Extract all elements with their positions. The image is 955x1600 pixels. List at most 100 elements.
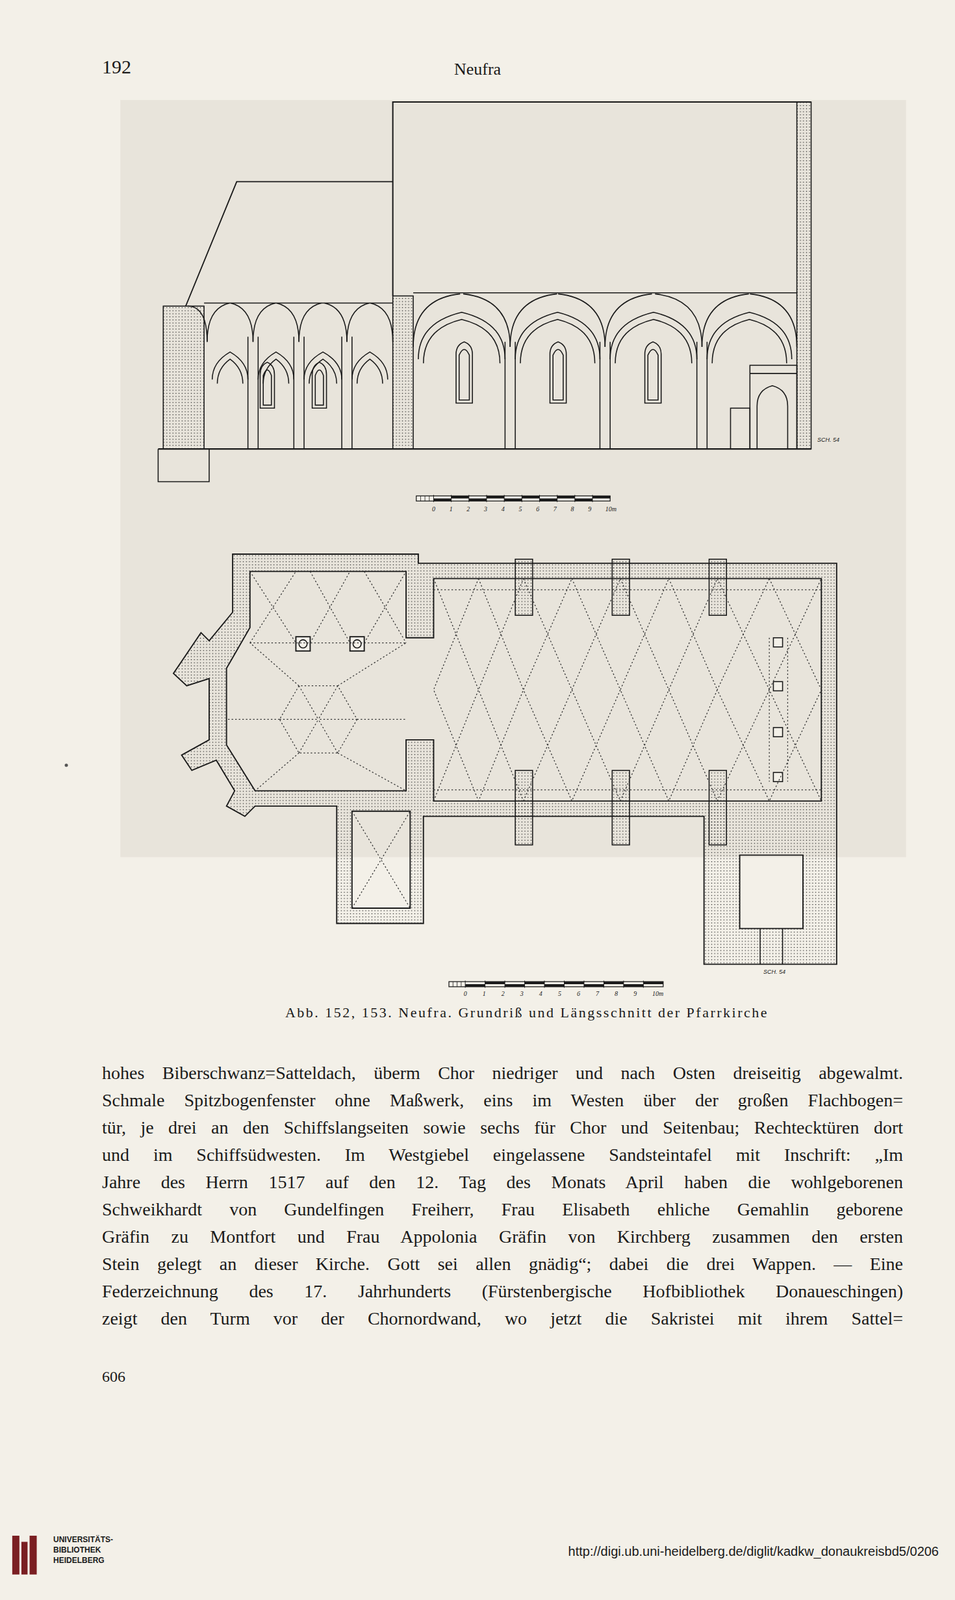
ground-line xyxy=(157,448,811,450)
vault-rib xyxy=(558,293,605,347)
scale-segment xyxy=(486,495,505,499)
body-text-line: Gräfin zu Montfort und Frau Appolonia Gr… xyxy=(101,1226,904,1248)
rib-line xyxy=(298,686,319,720)
vault-rib xyxy=(654,293,702,347)
pillar-core xyxy=(298,639,308,649)
scale-tick xyxy=(504,495,505,503)
body-text-line: zeigt den Turm vor der Chornordwand, wo … xyxy=(101,1308,904,1330)
scale-number: 2 xyxy=(466,505,470,514)
scale-segment xyxy=(592,495,611,499)
lancet-window xyxy=(312,362,327,409)
scale-tick xyxy=(643,980,644,989)
gallery-pier xyxy=(773,681,783,691)
scale-number: 9 xyxy=(587,505,592,514)
scale-segment xyxy=(504,984,525,987)
scale-number: 6 xyxy=(535,505,540,514)
rib-line xyxy=(717,578,822,802)
lancet-window-inner xyxy=(459,349,470,401)
scale-number: 0 xyxy=(463,990,468,998)
scale-subtick xyxy=(456,981,458,987)
scale-tick xyxy=(539,495,540,503)
drafter-signature: SCH. 54 xyxy=(817,436,840,444)
wall-pier xyxy=(515,770,533,846)
pier-shaft xyxy=(341,336,343,449)
scale-segment xyxy=(623,984,644,987)
scale-tick xyxy=(468,495,470,503)
rib-line xyxy=(523,578,621,802)
scale-tick xyxy=(603,980,605,989)
rib-line xyxy=(620,578,718,802)
figure-caption: Abb. 152, 153. Neufra. Grundriß und Läng… xyxy=(285,1004,769,1021)
pointed-arch xyxy=(212,352,249,380)
body-text-line: hohes Biberschwanz=Satteldach, überm Cho… xyxy=(101,1062,904,1084)
scale-segment xyxy=(504,498,522,501)
scale-segment xyxy=(469,498,487,501)
stone-wall xyxy=(797,101,812,449)
lancet-window-inner xyxy=(647,349,659,401)
pier-shaft xyxy=(351,336,353,449)
pier-shaft xyxy=(599,341,601,449)
scale-subtick xyxy=(428,495,430,501)
body-text-line: Federzeichnung des 17. Jahrhunderts (Für… xyxy=(101,1281,904,1302)
pillar-core xyxy=(352,639,362,649)
signature-number: 606 xyxy=(101,1368,126,1387)
scale-tick xyxy=(504,980,506,989)
rib-line xyxy=(364,571,407,644)
plan-walls xyxy=(173,554,837,965)
gallery-arch xyxy=(756,385,788,449)
rib-line xyxy=(226,719,281,720)
lancet-window xyxy=(456,341,473,403)
pier-shaft xyxy=(696,341,698,449)
nave-roof xyxy=(393,101,812,296)
pier-shaft xyxy=(303,336,305,449)
scale-bar xyxy=(448,981,664,987)
gallery-parapet xyxy=(749,372,797,375)
rib-line xyxy=(250,643,299,687)
scale-segment xyxy=(485,981,505,985)
foundation xyxy=(157,448,210,482)
wall-pier xyxy=(515,559,533,616)
scale-tick xyxy=(623,980,624,989)
logo-bar xyxy=(21,1541,28,1575)
scale-segment xyxy=(465,984,485,987)
scale-number: 2 xyxy=(501,990,505,998)
rib-line xyxy=(250,571,297,644)
scale-number: 4 xyxy=(539,990,543,998)
rib-line xyxy=(787,637,789,782)
rib-line xyxy=(364,571,407,644)
library-logo-icon xyxy=(12,1535,38,1575)
scale-tick xyxy=(485,495,487,503)
running-head: Neufra xyxy=(454,59,501,80)
scale-tick xyxy=(591,495,593,503)
gallery-pier xyxy=(773,772,783,782)
rib-line xyxy=(433,578,523,802)
stone-wall xyxy=(163,305,204,449)
gallery-pier xyxy=(773,727,783,737)
scale-number: 8 xyxy=(614,990,618,998)
lancet-window-inner xyxy=(315,369,324,405)
scale-segment xyxy=(539,498,557,501)
lancet-window-inner xyxy=(552,349,564,401)
pier-shaft xyxy=(257,336,260,449)
scale-tick xyxy=(556,495,558,503)
scale-number: 4 xyxy=(501,505,505,514)
scale-segment xyxy=(433,498,451,501)
tower-door xyxy=(782,928,784,965)
scale-subtick xyxy=(424,495,426,501)
rib-line xyxy=(309,571,350,644)
nave-ceiling xyxy=(413,292,798,294)
free-pillar xyxy=(350,636,365,651)
vault-rib xyxy=(463,293,510,347)
scale-number: 1 xyxy=(449,505,453,514)
scale-segment xyxy=(451,495,470,499)
stray-mark xyxy=(64,764,69,768)
scale-tick xyxy=(465,980,466,989)
apse-rib xyxy=(187,305,208,342)
scale-number: 9 xyxy=(633,990,637,998)
scale-tick xyxy=(521,495,523,503)
scale-number: 3 xyxy=(520,990,524,998)
scale-number: 5 xyxy=(518,505,522,514)
ground-plan xyxy=(173,554,837,965)
rib-line xyxy=(523,578,621,802)
